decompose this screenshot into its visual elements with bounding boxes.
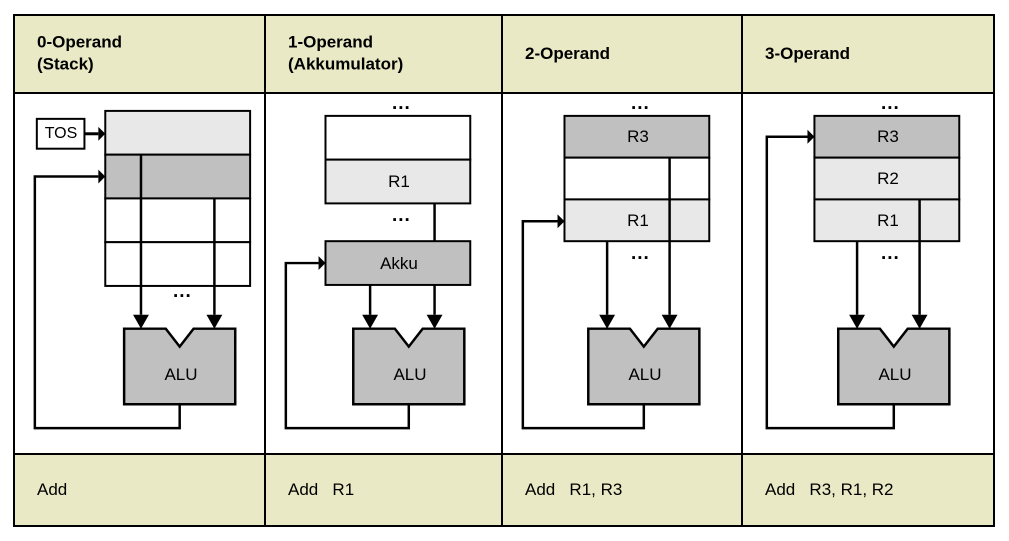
register-cell-r2 xyxy=(813,156,961,201)
register-cell-r3 xyxy=(813,114,961,159)
header-cell-0-operand: 0-Operand (Stack) xyxy=(15,16,266,94)
accumulator-label: Akku xyxy=(380,254,418,273)
operand-a-arrowhead xyxy=(133,314,149,329)
register-bottom-ellipsis: ... xyxy=(392,205,411,226)
stack-cell-third xyxy=(104,197,252,244)
alu-label-2: ALU xyxy=(628,365,662,384)
accumulator-machine-diagram: ... ... R1 Akku ALU xyxy=(266,94,501,453)
footer-cell-0-operand: Add xyxy=(15,453,266,525)
header-label-1-operand: 1-Operand (Akkumulator) xyxy=(288,32,404,74)
tos-box xyxy=(35,117,86,150)
operand-r1-arrowhead xyxy=(426,314,443,329)
alu-result-feedback-path xyxy=(765,135,896,430)
alu-shape xyxy=(352,327,466,406)
register-label-r1: R1 xyxy=(627,211,649,230)
accumulator-box xyxy=(324,240,472,286)
alu-label-0: ALU xyxy=(164,365,198,384)
alu-label-3: ALU xyxy=(878,365,912,384)
register-bottom-ellipsis: ... xyxy=(881,243,900,264)
three-operand-machine-diagram: ... ... R3 R2 R1 ALU xyxy=(743,94,993,453)
alu-label-1: ALU xyxy=(393,365,427,384)
tos-arrow-head xyxy=(98,126,106,141)
register-cell-r1 xyxy=(563,198,711,243)
diagram-cell-1-operand: ... ... R1 Akku ALU xyxy=(266,94,503,453)
alu-result-arrowhead xyxy=(318,256,326,271)
register-label-r1: R1 xyxy=(388,172,410,191)
operand-akku-arrowhead xyxy=(362,314,379,329)
register-top-ellipsis: ... xyxy=(631,94,650,114)
header-label-2-operand: 2-Operand xyxy=(525,43,611,63)
stack-cell-fourth xyxy=(104,241,252,287)
register-cell-r1 xyxy=(324,158,472,205)
instruction-label-0-operand: Add xyxy=(37,480,68,499)
operand-b-arrowhead xyxy=(206,314,223,329)
diagram-cell-3-operand: ... ... R3 R2 R1 ALU xyxy=(743,94,993,453)
register-top-ellipsis: ... xyxy=(881,94,900,114)
register-cell-r1 xyxy=(813,198,961,243)
alu-result-feedback-path xyxy=(521,220,646,430)
footer-cell-2-operand: Add R1, R3 xyxy=(503,453,743,525)
header-label-3-operand: 3-Operand xyxy=(765,43,851,63)
header-label-0-operand: 0-Operand (Stack) xyxy=(37,32,123,74)
header-cell-3-operand: 3-Operand xyxy=(743,16,993,94)
diagram-cell-2-operand: ... ... R3 R1 ALU xyxy=(503,94,743,453)
alu-shape xyxy=(587,327,701,406)
footer-cell-3-operand: Add R3, R1, R2 xyxy=(743,453,993,525)
header-cell-1-operand: 1-Operand (Akkumulator) xyxy=(266,16,503,94)
register-label-r3: R3 xyxy=(877,127,899,146)
operand-r1-arrowhead xyxy=(849,314,866,329)
table-footer-row: Add Add R1 Add R1, R3 Add R3, R1, R2 xyxy=(15,453,993,525)
register-bottom-ellipsis: ... xyxy=(631,243,650,264)
alu-result-feedback-path xyxy=(284,261,411,430)
table-header-row: 0-Operand (Stack) 1-Operand (Akkumulator… xyxy=(15,16,993,94)
diagram-cell-0-operand: ... TOS ALU xyxy=(15,94,266,453)
alu-result-arrowhead xyxy=(557,214,565,229)
alu-result-arrowhead xyxy=(98,169,106,184)
operand-comparison-table: 0-Operand (Stack) 1-Operand (Akkumulator… xyxy=(13,14,995,527)
two-operand-machine-diagram: ... ... R3 R1 ALU xyxy=(503,94,741,453)
register-label-r1: R1 xyxy=(877,211,899,230)
operand-r2-arrowhead xyxy=(911,314,928,329)
operand-r1-arrowhead xyxy=(599,314,616,329)
instruction-label-2-operand: Add R1, R3 xyxy=(525,480,623,499)
operand-r3-arrowhead xyxy=(661,314,678,329)
alu-result-arrowhead xyxy=(807,129,815,144)
stack-cell-second xyxy=(104,153,252,200)
stack-cell-tos xyxy=(104,109,252,156)
tos-label: TOS xyxy=(44,125,78,142)
register-cell-empty xyxy=(324,114,472,161)
stack-machine-diagram: ... TOS ALU xyxy=(15,94,264,453)
register-cell-empty xyxy=(563,156,711,201)
alu-shape xyxy=(122,327,237,406)
alu-shape xyxy=(836,327,951,406)
header-cell-2-operand: 2-Operand xyxy=(503,16,743,94)
instruction-label-1-operand: Add R1 xyxy=(288,480,355,499)
register-top-ellipsis: ... xyxy=(392,94,411,114)
stack-ellipsis: ... xyxy=(173,281,192,302)
instruction-label-3-operand: Add R3, R1, R2 xyxy=(765,480,894,499)
table-diagram-row: ... TOS ALU xyxy=(15,94,993,453)
register-label-r2: R2 xyxy=(877,169,899,188)
register-label-r3: R3 xyxy=(627,127,649,146)
alu-result-feedback-path xyxy=(33,175,181,430)
footer-cell-1-operand: Add R1 xyxy=(266,453,503,525)
